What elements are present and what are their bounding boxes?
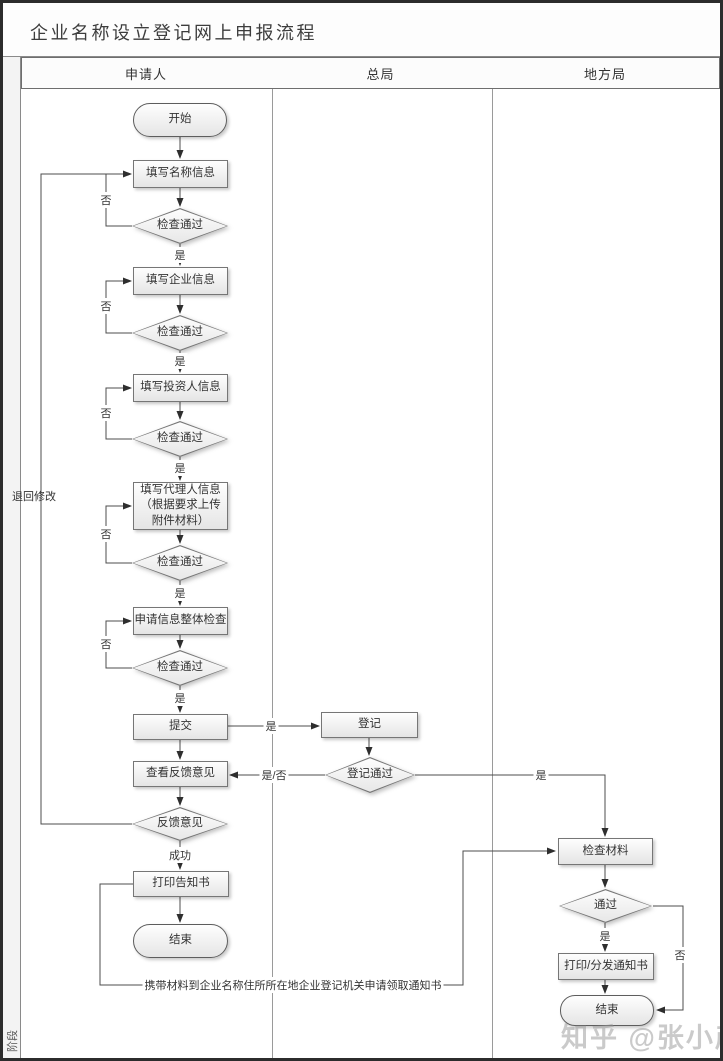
edge-label-no: 否 (98, 636, 114, 652)
decision-check-overall: 检查通过 (132, 650, 228, 686)
decision-check-name: 检查通过 (132, 208, 228, 244)
node-label: 登记通过 (347, 768, 393, 781)
stage-sidebar (3, 57, 21, 1058)
node-overall-check: 申请信息整体检查 (133, 607, 228, 635)
node-label: 打印告知书 (152, 877, 210, 890)
title-bar: 企业名称设立登记网上申报流程 (3, 3, 720, 57)
node-label: 检查通过 (157, 219, 203, 232)
edge-label-no: 否 (98, 298, 114, 314)
node-label: 通过 (594, 899, 617, 912)
node-end-local: 结束 (560, 995, 654, 1026)
edge-label-success: 成功 (167, 847, 193, 863)
node-submit: 提交 (133, 714, 228, 740)
edge-label-yes: 是 (172, 585, 188, 601)
node-label: 检查通过 (157, 556, 203, 569)
node-fill-investor-info: 填写投资人信息 (133, 374, 228, 402)
lane-divider (492, 89, 493, 1058)
node-label: 填写代理人信息（根据要求上传附件材料） (140, 483, 221, 527)
node-label: 登记 (358, 718, 381, 731)
node-label: 打印/分发通知书 (564, 959, 648, 972)
edge-label-yes: 是 (172, 690, 188, 706)
node-label: 检查材料 (582, 844, 629, 857)
edge-label-yes: 是 (533, 767, 549, 783)
decision-check-agent: 检查通过 (132, 545, 228, 581)
node-end-applicant: 结束 (133, 924, 228, 958)
lane-label: 地方局 (583, 66, 626, 82)
node-label: 开始 (168, 113, 192, 126)
node-label: 填写名称信息 (146, 167, 215, 180)
node-fill-company-info: 填写企业信息 (133, 267, 228, 295)
node-print-notice: 打印告知书 (133, 871, 229, 897)
edge-label-yes: 是 (172, 353, 188, 369)
node-label: 填写投资人信息 (140, 381, 221, 394)
decision-feedback: 反馈意见 (132, 807, 228, 841)
edge-label-yes: 是 (172, 460, 188, 476)
decision-check-investor: 检查通过 (132, 421, 228, 457)
edge-label-yes: 是 (597, 928, 613, 944)
node-register: 登记 (321, 712, 418, 738)
lane-label: 总局 (366, 66, 395, 82)
node-label: 检查通过 (157, 661, 203, 674)
node-label: 查看反馈意见 (146, 767, 215, 780)
lane-divider (272, 89, 273, 1058)
lane-label: 申请人 (124, 66, 167, 82)
decision-check-company: 检查通过 (132, 315, 228, 351)
lane-header-central-bureau: 总局 (270, 57, 492, 89)
watermark: 知乎 @张小彦 (561, 1023, 720, 1053)
node-check-materials: 检查材料 (558, 838, 653, 865)
node-fill-name-info: 填写名称信息 (133, 160, 228, 188)
node-label: 检查通过 (157, 326, 203, 339)
node-start: 开始 (133, 103, 227, 137)
page-title: 企业名称设立登记网上申报流程 (30, 23, 317, 43)
node-label: 检查通过 (157, 432, 203, 445)
decision-register-check: 登记通过 (325, 757, 415, 793)
lane-header-local-bureau: 地方局 (491, 57, 720, 89)
node-label: 结束 (169, 934, 192, 947)
node-print-distribute: 打印/分发通知书 (558, 953, 654, 980)
lane-header-applicant: 申请人 (21, 57, 271, 89)
node-fill-agent-info: 填写代理人信息（根据要求上传附件材料） (133, 482, 228, 530)
edge-label-return-modify: 退回修改 (12, 491, 56, 503)
node-label: 反馈意见 (157, 817, 203, 830)
edge-label-no: 否 (98, 405, 114, 421)
node-view-feedback: 查看反馈意见 (133, 761, 228, 787)
edge-label-yes: 是 (172, 247, 188, 263)
edge-label-no: 否 (672, 947, 688, 963)
edge-label-yes-no: 是/否 (259, 767, 289, 783)
edge-label-no: 否 (98, 526, 114, 542)
node-label: 提交 (169, 720, 192, 733)
decision-pass: 通过 (559, 889, 652, 923)
edge-label-carry-note: 携带材料到企业名称住所所在地企业登记机关申请领取通知书 (142, 977, 444, 993)
node-label: 填写企业信息 (146, 274, 215, 287)
edge-label-submit-yes: 是 (263, 718, 279, 734)
edge-label-no: 否 (98, 192, 114, 208)
node-label: 申请信息整体检查 (134, 614, 227, 627)
node-label: 结束 (595, 1003, 619, 1016)
